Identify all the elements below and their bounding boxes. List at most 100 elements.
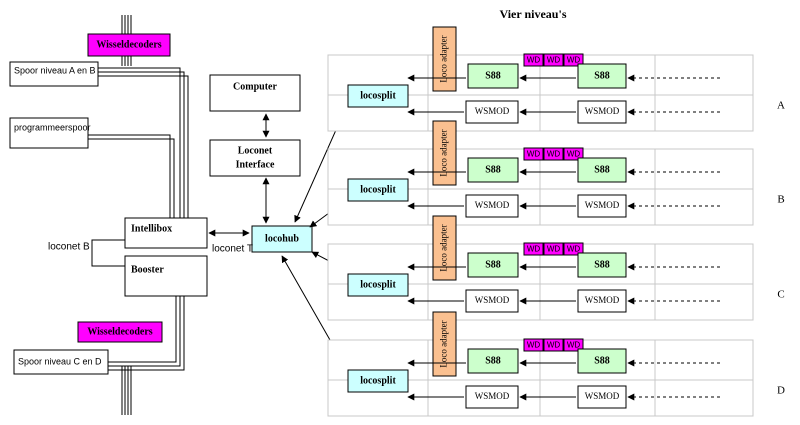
wsmod-right-box	[577, 385, 627, 409]
wsmod-right-box	[577, 100, 627, 124]
wd-box	[523, 53, 544, 67]
s88-left-label: S88	[485, 355, 501, 366]
wd-label: WD	[527, 341, 541, 350]
wd-box	[563, 53, 584, 67]
s88-right-box	[577, 252, 627, 278]
locosplit-label: locosplit	[360, 375, 396, 386]
spoor-cd-box	[13, 349, 109, 375]
wsmod-left-label: WSMOD	[475, 391, 510, 401]
s88-left-label: S88	[485, 164, 501, 175]
s88-left-box	[467, 348, 519, 374]
s88-left-box	[467, 252, 519, 278]
locohub-box	[251, 225, 313, 253]
wd-label: WD	[527, 150, 541, 159]
loconet-interface-line1: Loconet	[238, 145, 273, 156]
level-label: C	[777, 289, 784, 301]
wsmod-right-box	[577, 194, 627, 218]
wsmod-left-box	[465, 289, 519, 313]
wd-box	[543, 338, 564, 352]
computer-label: Computer	[233, 81, 277, 92]
s88-right-label: S88	[594, 70, 610, 81]
wd-box	[523, 242, 544, 256]
spoor-cd-label: Spoor niveau C en D	[18, 356, 102, 366]
s88-left-box	[467, 157, 519, 183]
locosplit-box	[347, 273, 409, 297]
locosplit-label: locosplit	[360, 90, 396, 101]
loco-adapter-box	[432, 26, 457, 92]
wsmod-right-box	[577, 289, 627, 313]
wd-label: WD	[527, 245, 541, 254]
left-wiring	[88, 15, 189, 415]
spoor-ab-box	[9, 61, 99, 87]
wsmod-right-label: WSMOD	[585, 106, 620, 116]
locosplit-box	[347, 369, 409, 393]
s88-left-box	[467, 63, 519, 89]
level-label: B	[777, 194, 784, 206]
wsmod-right-label: WSMOD	[585, 391, 620, 401]
wisseldecoders-top-box	[87, 33, 171, 57]
wd-box	[563, 338, 584, 352]
wsmod-right-label: WSMOD	[585, 200, 620, 210]
wd-box	[543, 242, 564, 256]
wd-label: WD	[567, 56, 581, 65]
wsmod-left-label: WSMOD	[475, 200, 510, 210]
booster-box	[124, 255, 208, 297]
booster-label: Booster	[131, 264, 164, 275]
wd-label: WD	[547, 245, 561, 254]
wd-label: WD	[567, 150, 581, 159]
wd-label: WD	[547, 56, 561, 65]
loco-adapter-label: Loco adapter	[439, 129, 449, 176]
wd-box	[563, 242, 584, 256]
s88-left-label: S88	[485, 70, 501, 81]
locosplit-box	[347, 178, 409, 202]
wd-box	[523, 338, 544, 352]
s88-right-box	[577, 348, 627, 374]
wd-label: WD	[567, 245, 581, 254]
loco-adapter-label: Loco adapter	[439, 35, 449, 82]
intellibox-label: Intellibox	[131, 223, 172, 234]
loconet-interface-line2: Interface	[236, 159, 275, 170]
s88-right-label: S88	[594, 355, 610, 366]
loco-adapter-label: Loco adapter	[439, 320, 449, 367]
s88-right-label: S88	[594, 259, 610, 270]
locohub-label: locohub	[265, 233, 299, 244]
loconet-t-label: loconet T	[212, 244, 253, 255]
loco-adapter-box	[432, 311, 457, 377]
s88-right-box	[577, 157, 627, 183]
level-label: A	[777, 100, 785, 112]
wisseldecoders-bottom-box	[77, 321, 163, 343]
wsmod-left-label: WSMOD	[475, 295, 510, 305]
wsmod-right-label: WSMOD	[585, 295, 620, 305]
spoor-ab-label: Spoor niveau A en B	[14, 65, 96, 75]
wd-box	[543, 53, 564, 67]
intellibox-box	[124, 217, 208, 249]
programmeerspoor-box	[9, 117, 89, 149]
s88-right-box	[577, 63, 627, 89]
s88-right-label: S88	[594, 164, 610, 175]
programmeerspoor-label: programmeerspoor	[14, 122, 91, 132]
level-label: D	[777, 385, 785, 397]
locosplit-box	[347, 84, 409, 108]
wsmod-left-box	[465, 100, 519, 124]
wd-box	[523, 147, 544, 161]
wd-label: WD	[547, 341, 561, 350]
locosplit-label: locosplit	[360, 279, 396, 290]
locosplit-label: locosplit	[360, 184, 396, 195]
wd-label: WD	[527, 56, 541, 65]
wisseldecoders-bottom-label: Wisseldecoders	[87, 326, 152, 337]
wisseldecoders-top-label: Wisseldecoders	[96, 39, 161, 50]
wsmod-left-label: WSMOD	[475, 106, 510, 116]
computer-box	[209, 74, 301, 112]
loco-adapter-box	[432, 215, 457, 281]
loconet-interface-box	[209, 139, 301, 177]
loco-adapter-label: Loco adapter	[439, 224, 449, 271]
wd-box	[563, 147, 584, 161]
wsmod-left-box	[465, 194, 519, 218]
diagram-title: Vier niveau's	[499, 7, 566, 21]
